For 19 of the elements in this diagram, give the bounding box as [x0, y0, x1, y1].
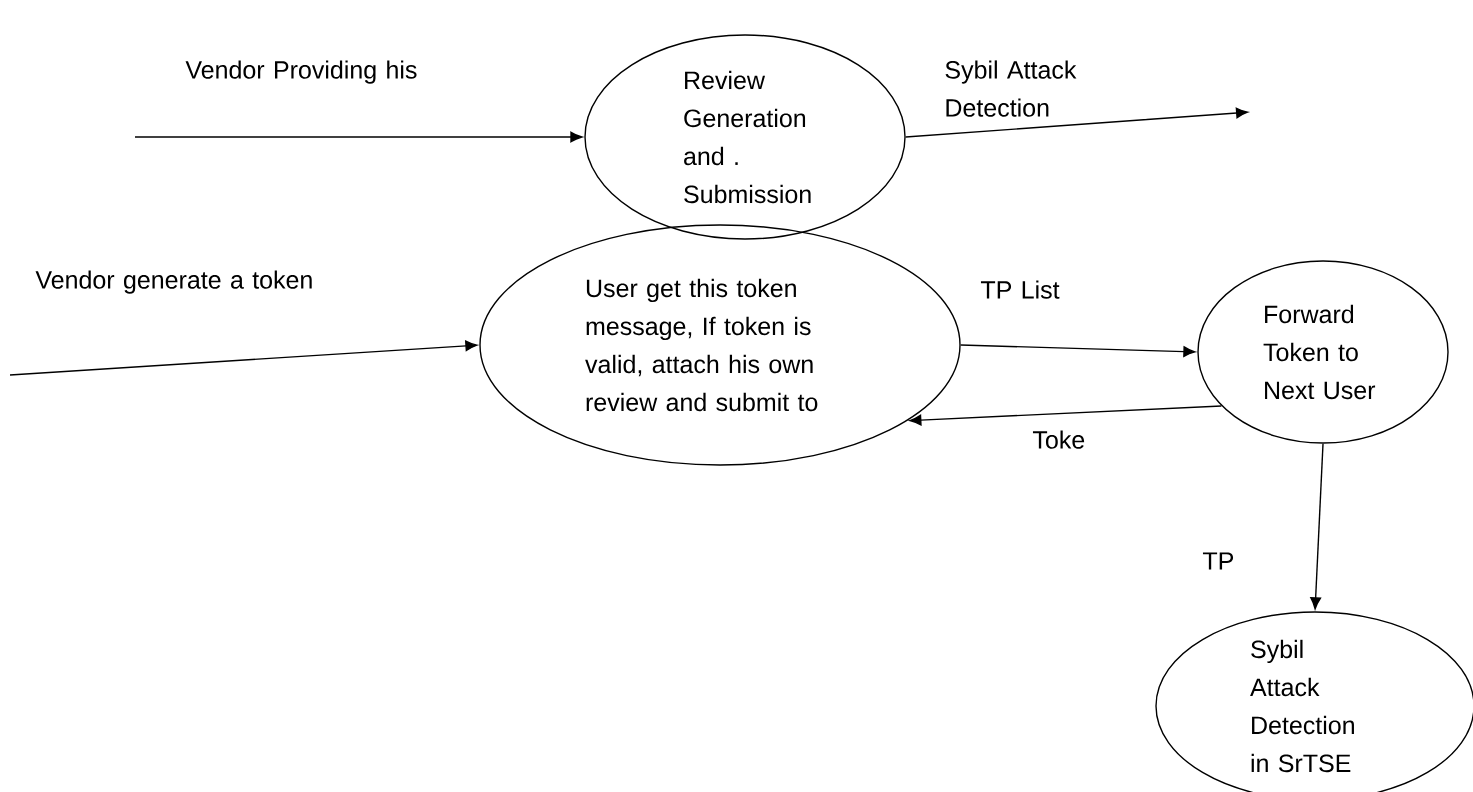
edge-label: TP List [980, 280, 1060, 299]
arrow [905, 107, 1249, 138]
edge-label: Vendor generate a token [35, 270, 312, 294]
edge-label: Sybil Attack Detection [945, 60, 1077, 117]
arrow [960, 344, 1196, 357]
arrow [909, 405, 1223, 426]
node-text: Forward Token to Next User [1263, 304, 1376, 400]
arrow [1310, 443, 1324, 610]
edge-label: Vendor Providing his [185, 60, 417, 84]
node-text: Review Generation and . Submission [684, 70, 811, 204]
edge-label: TP [1202, 552, 1234, 570]
node-text: User get this token message, If token is valid, attach his own review and submit to [585, 278, 818, 412]
process-ellipse [584, 34, 906, 240]
process-ellipse [1197, 260, 1449, 444]
process-ellipse [479, 224, 961, 466]
node-text: Sybil Attack Detection in SrTSE [1250, 639, 1354, 773]
edge-label: Toke [1032, 430, 1085, 449]
arrow [9, 340, 478, 376]
arrow [134, 131, 583, 143]
